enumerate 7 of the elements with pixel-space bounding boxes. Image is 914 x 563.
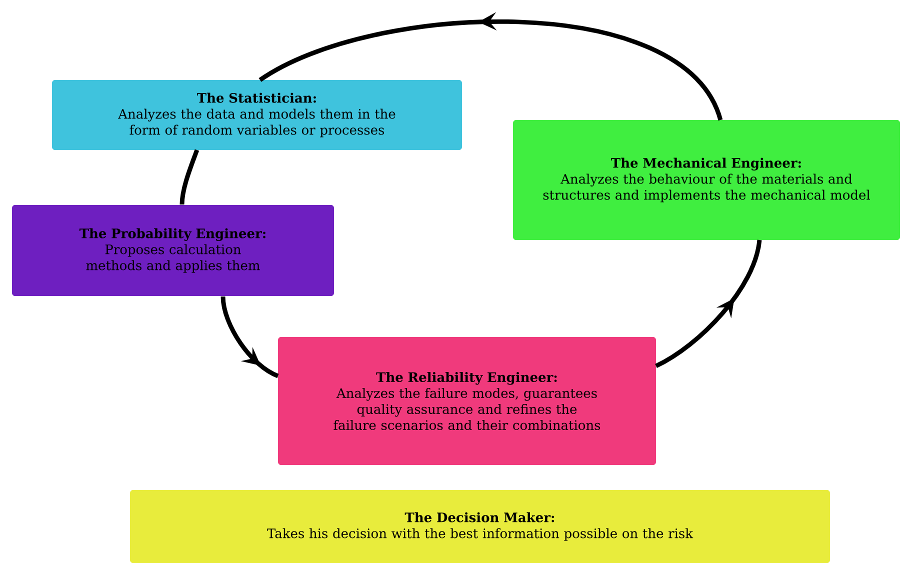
arrow [220,296,279,378]
role-box: The Probability Engineer: Proposes calculation methods and applies them [12,205,334,296]
role-box: The Mechanical Engineer: Analyzes the behaviour of the materials and structures and implements the mechanical model [513,120,900,240]
role-box: The Statistician: Analyzes the data and models them in the form of random variables or processes [52,80,462,150]
role-box: The Reliability Engineer: Analyzes the failure modes, guarantees quality assurance and refines the failure scenarios and their combinations [278,337,656,465]
arrow [654,240,762,368]
role-box: The Decision Maker: Takes his decision with the best information possible on the risk [130,490,830,563]
